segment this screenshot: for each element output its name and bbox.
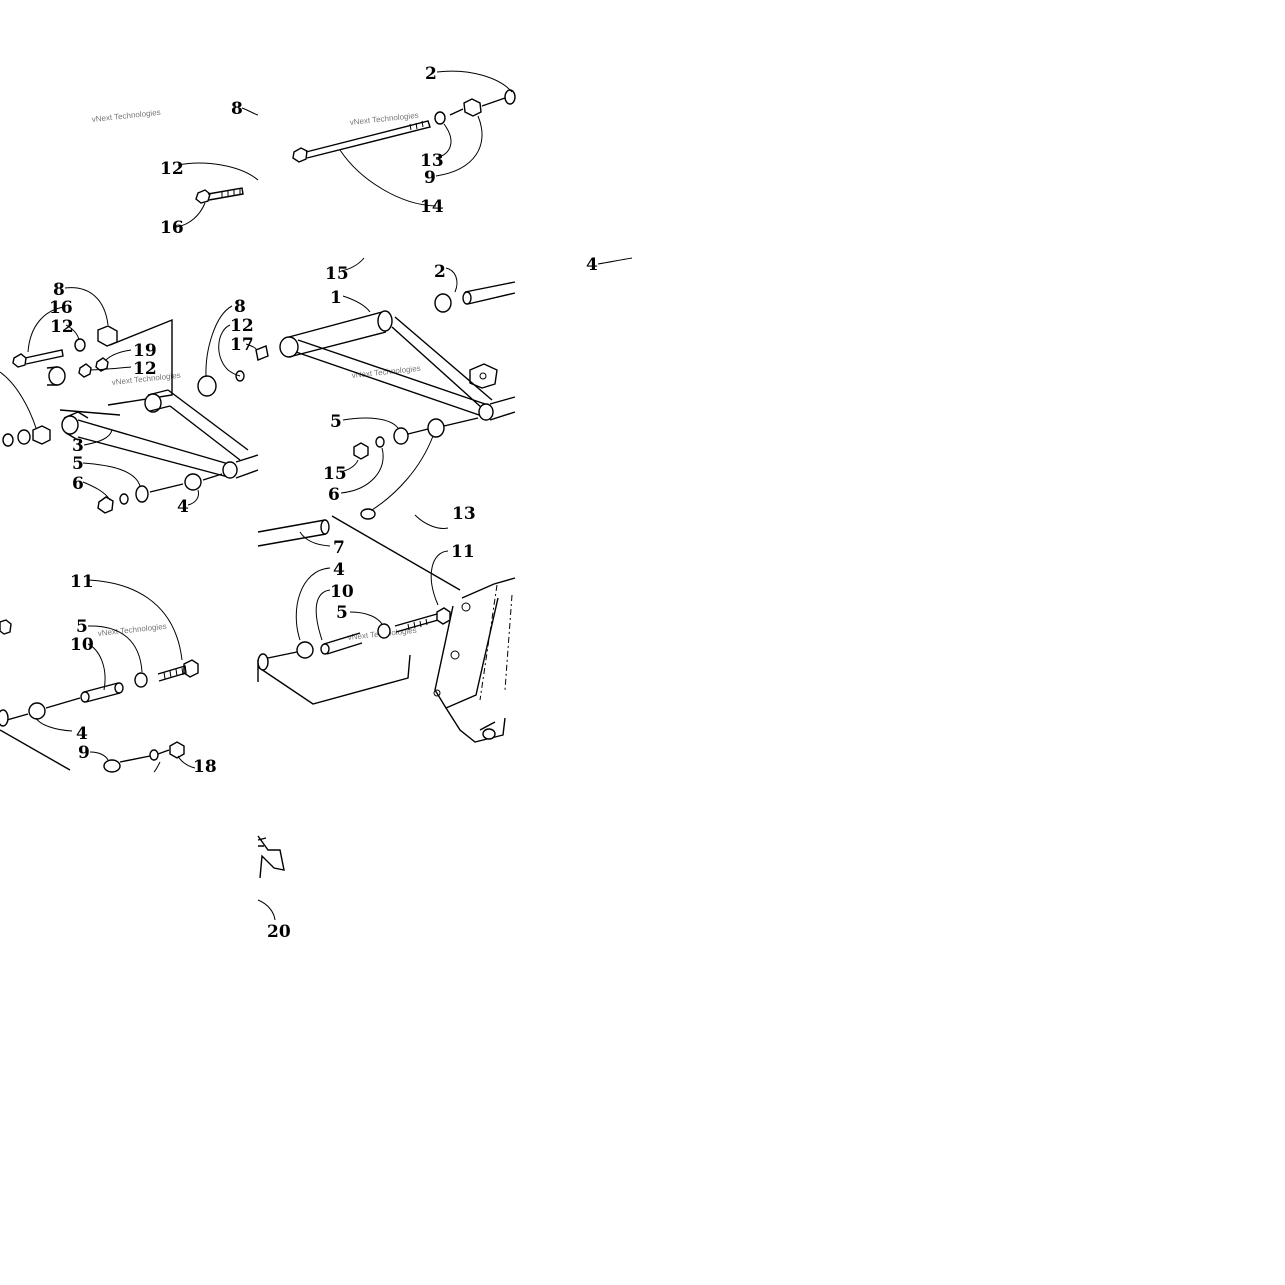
callout-label: 1 xyxy=(330,288,342,308)
callout-label: 9 xyxy=(424,168,436,188)
tile-bottom-left: vNext Technologies xyxy=(0,572,217,777)
callout-label: 8 xyxy=(231,99,243,119)
tile-right-edge: 4 xyxy=(586,255,633,275)
callout-label: 13 xyxy=(452,504,476,524)
tile-mid-left: vNext Technologies xyxy=(0,280,259,517)
washer-part xyxy=(134,672,148,688)
washer-part xyxy=(393,427,409,445)
watermark: vNext Technologies xyxy=(91,108,161,124)
callout-label: 12 xyxy=(160,159,184,179)
frame-edge xyxy=(0,729,71,771)
callout-label: 5 xyxy=(72,454,84,474)
tile-mid-right: vNext Technologies xyxy=(255,257,516,511)
bushing-part xyxy=(296,641,314,659)
tile-lower-fragment: 20 xyxy=(257,835,291,942)
callout-label: 6 xyxy=(328,485,340,505)
callout-label: 8 xyxy=(53,280,65,300)
nut-part xyxy=(78,363,92,378)
bracket-fragment xyxy=(257,835,285,879)
bushing-part xyxy=(48,366,66,386)
a-arm-part xyxy=(61,389,259,479)
bolt-part xyxy=(157,659,199,682)
callout-label: 5 xyxy=(330,412,342,432)
callout-label: 12 xyxy=(133,359,157,379)
nut-part xyxy=(353,442,369,460)
nut-part xyxy=(97,496,114,514)
bolt-part xyxy=(195,187,244,204)
callout-label: 10 xyxy=(70,635,94,655)
callout-label: 11 xyxy=(451,542,475,562)
bolt-part xyxy=(394,607,451,633)
callout-label: 4 xyxy=(177,497,189,517)
washer-part xyxy=(135,485,149,503)
callout-label: 9 xyxy=(78,743,90,763)
callout-label: 13 xyxy=(420,151,444,171)
washer-part xyxy=(149,749,159,761)
tile-top-left: vNext Technologies 8 12 16 xyxy=(91,99,259,238)
nut-part xyxy=(95,357,109,372)
rod-part xyxy=(464,281,516,305)
bushing-part xyxy=(28,702,46,720)
washer-part xyxy=(119,493,129,505)
nut-part xyxy=(463,98,482,117)
washer-part xyxy=(74,338,86,352)
callout-label: 7 xyxy=(333,538,345,558)
callout-label: 2 xyxy=(434,262,446,282)
a-arm-part xyxy=(279,310,516,421)
frame-plate xyxy=(107,318,173,406)
watermark: vNext Technologies xyxy=(97,622,167,638)
callout-label: 14 xyxy=(420,197,444,217)
bushing-part xyxy=(184,473,202,491)
long-bolt-part xyxy=(292,120,431,163)
callout-label: 16 xyxy=(49,298,73,318)
callout-label: 4 xyxy=(333,560,345,580)
callout-label: 15 xyxy=(325,264,349,284)
pin-part xyxy=(255,345,269,361)
callout-label: 11 xyxy=(70,572,94,592)
callout-label: 4 xyxy=(586,255,598,275)
sleeve-part xyxy=(80,682,124,703)
washer-part xyxy=(2,433,14,447)
nut-part xyxy=(97,325,118,347)
washer-part xyxy=(375,436,385,448)
callout-label: 16 xyxy=(160,218,184,238)
callout-label: 12 xyxy=(50,317,74,337)
callout-label: 5 xyxy=(336,603,348,623)
tile-bottom-right: vNext Technologies xyxy=(257,504,516,743)
callout-label: 19 xyxy=(133,341,157,361)
callout-label: 15 xyxy=(323,464,347,484)
callout-label: 20 xyxy=(267,922,291,942)
washer-part xyxy=(434,111,446,125)
callout-label: 10 xyxy=(330,582,354,602)
frame-edge xyxy=(331,515,461,591)
washer-part xyxy=(17,429,31,445)
callout-label: 6 xyxy=(72,474,84,494)
sleeve-part xyxy=(320,632,363,655)
callout-label: 5 xyxy=(76,617,88,637)
rod-part xyxy=(257,508,376,547)
watermark: vNext Technologies xyxy=(349,111,419,127)
bolt-part xyxy=(12,349,64,368)
callout-label: 17 xyxy=(230,335,254,355)
bushing-part xyxy=(434,293,452,313)
callout-label: 12 xyxy=(230,316,254,336)
callout-label: 4 xyxy=(76,724,88,744)
callout-label: 8 xyxy=(234,297,246,317)
bushing-part xyxy=(197,375,217,397)
flange-nut-part xyxy=(103,759,121,773)
washer-part xyxy=(377,623,391,639)
bushing-part xyxy=(504,89,516,105)
watermark: vNext Technologies xyxy=(351,364,421,380)
nut-part xyxy=(169,741,185,759)
callout-label: 18 xyxy=(193,757,217,777)
spindle-bracket-part xyxy=(433,577,516,743)
callout-label: 2 xyxy=(425,64,437,84)
tile-top-right: vNext Technologies 2 13 9 14 xyxy=(292,64,516,217)
nut-part xyxy=(0,619,12,635)
bushing-part xyxy=(427,418,445,438)
nut-part xyxy=(32,425,51,445)
callout-label: 3 xyxy=(72,436,84,456)
